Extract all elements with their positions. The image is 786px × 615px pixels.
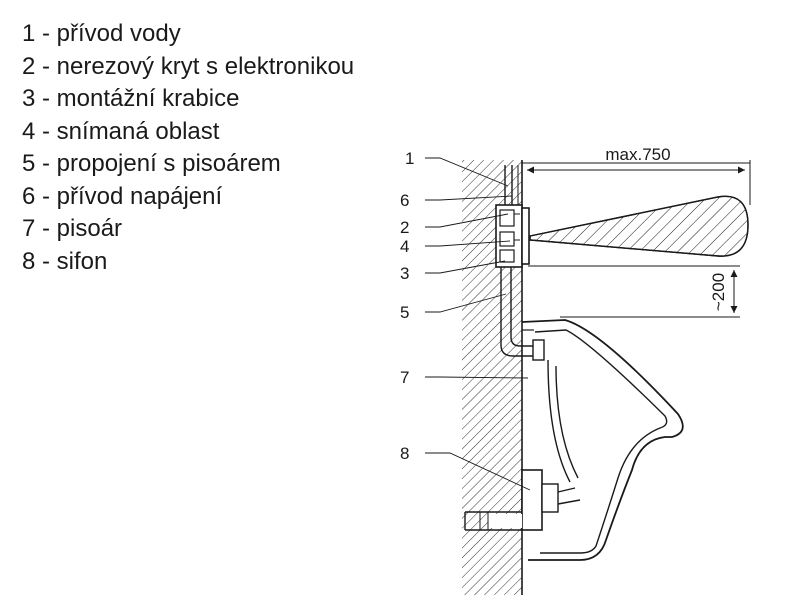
callout-4: 4: [400, 237, 409, 256]
legend-item-2: 2 - nerezový kryt s elektronikou: [22, 52, 355, 80]
dimension-range-label: max.750: [605, 145, 670, 164]
callout-6: 6: [400, 191, 409, 210]
callout-5: 5: [400, 303, 409, 322]
legend-item-3: 3 - montážní krabice: [22, 85, 240, 112]
dimension-height-label: ~200: [709, 273, 728, 311]
dimension-range: max.750: [522, 145, 751, 205]
sensing-area: [529, 195, 749, 257]
legend-item-5: 5 - propojení s pisoárem: [22, 150, 281, 177]
callouts: 1 6 2 4 3 5 7 8: [400, 149, 414, 463]
legend-item-1: 1 - přívod vody: [22, 20, 181, 47]
callout-7: 7: [400, 368, 409, 387]
water-supply: [504, 165, 519, 208]
callout-2: 2: [400, 218, 409, 237]
legend-item-7: 7 - pisoár: [22, 215, 123, 242]
connection-pipe: [500, 267, 545, 361]
mounting-box: [495, 204, 523, 268]
callout-3: 3: [400, 264, 409, 283]
siphon: [464, 469, 581, 531]
legend-list: 1 - přívod vody 2 - nerezový kryt s elek…: [22, 18, 354, 278]
urinal: [521, 319, 684, 561]
electronics-cover: [521, 207, 530, 265]
legend-item-8: 8 - sifon: [22, 247, 108, 275]
leader-lines: [425, 157, 531, 491]
legend-item-6: 6 - přívod napájení: [22, 182, 223, 210]
callout-1: 1: [405, 149, 414, 168]
dimension-height: ~200: [528, 265, 740, 318]
callout-8: 8: [400, 444, 409, 463]
legend-item-4: 4 - snímaná oblast: [22, 117, 220, 145]
